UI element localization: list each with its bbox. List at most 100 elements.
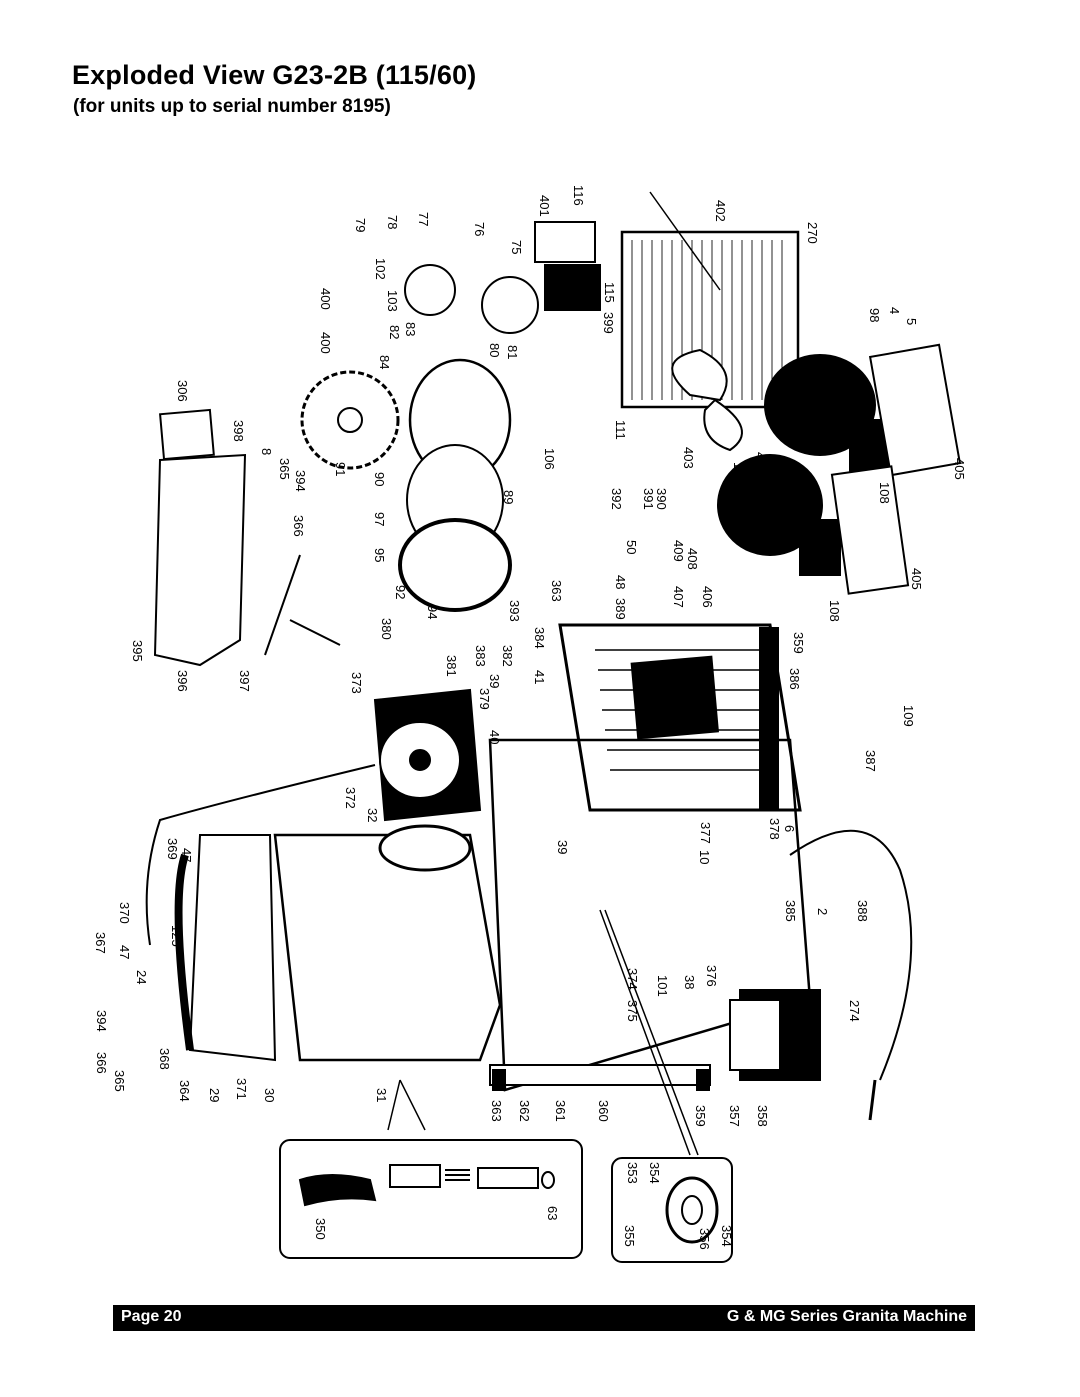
part-label: 30 xyxy=(262,1088,277,1102)
document-series-title: G & MG Series Granita Machine xyxy=(726,1308,967,1325)
part-label: 10 xyxy=(697,850,712,864)
part-label: 108 xyxy=(827,600,842,622)
part-label: 355 xyxy=(622,1225,637,1247)
part-label: 353 xyxy=(625,1162,640,1184)
page-title: Exploded View G23-2B (115/60) xyxy=(72,60,477,90)
part-label: 398 xyxy=(231,420,246,442)
part-label: 372 xyxy=(343,787,358,809)
part-label: 403 xyxy=(681,447,696,469)
part-label: 111 xyxy=(613,420,628,440)
part-label: 362 xyxy=(517,1100,532,1122)
part-label: 358 xyxy=(755,1105,770,1127)
part-label: 394 xyxy=(94,1010,109,1032)
detail-box-spigot xyxy=(279,1139,583,1259)
part-label: 396 xyxy=(175,670,190,692)
part-label: 110 xyxy=(731,462,746,483)
part-label: 81 xyxy=(505,345,520,359)
part-label: 354 xyxy=(719,1225,734,1247)
part-label: 84 xyxy=(377,355,392,369)
part-label: 76 xyxy=(472,222,487,236)
part-label: 359 xyxy=(791,632,806,654)
part-label: 384 xyxy=(532,627,547,649)
part-label: 350 xyxy=(313,1218,328,1240)
part-label: 397 xyxy=(237,670,252,692)
part-label: 357 xyxy=(727,1105,742,1127)
part-label: 361 xyxy=(553,1100,568,1122)
part-label: 125 xyxy=(169,925,184,947)
part-label: 50 xyxy=(624,540,639,554)
part-label: 366 xyxy=(94,1052,109,1074)
part-label: 90 xyxy=(372,472,387,486)
part-label: 395 xyxy=(130,640,145,662)
part-label: 32 xyxy=(365,808,380,822)
part-label: 364 xyxy=(177,1080,192,1102)
detail-box-wheel xyxy=(611,1157,733,1263)
part-label: 366 xyxy=(291,515,306,537)
part-label: 75 xyxy=(509,240,524,254)
part-label: 381 xyxy=(444,655,459,677)
part-label: 47 xyxy=(179,848,194,862)
part-label: 370 xyxy=(117,902,132,924)
part-label: 400 xyxy=(318,332,333,354)
part-label: 98 xyxy=(867,308,882,322)
part-label: 383 xyxy=(473,645,488,667)
part-label: 409 xyxy=(671,540,686,562)
part-label: 380 xyxy=(379,618,394,640)
part-label: 356 xyxy=(697,1228,712,1250)
part-label: 359 xyxy=(693,1105,708,1127)
part-label: 91 xyxy=(333,462,348,476)
part-label: 106 xyxy=(542,448,557,470)
page-footer: Page 20 G & MG Series Granita Machine xyxy=(113,1305,975,1331)
part-label: 371 xyxy=(234,1078,249,1100)
part-label: 369 xyxy=(165,838,180,860)
part-label: 389 xyxy=(613,598,628,620)
part-label: 92 xyxy=(393,585,408,599)
part-label: 363 xyxy=(489,1100,504,1122)
part-label: 79 xyxy=(353,218,368,232)
part-label: 89 xyxy=(501,490,516,504)
part-label: 386 xyxy=(787,668,802,690)
page-subtitle: (for units up to serial number 8195) xyxy=(73,96,391,117)
part-label: 38 xyxy=(682,975,697,989)
part-label: 97 xyxy=(372,512,387,526)
part-label: 8 xyxy=(259,448,274,455)
part-label: 24 xyxy=(134,970,149,984)
part-label: 29 xyxy=(207,1088,222,1102)
part-label: 95 xyxy=(372,548,387,562)
part-label: 394 xyxy=(293,470,308,492)
part-label: 47 xyxy=(117,945,132,959)
part-label: 405 xyxy=(952,458,967,480)
part-label: 406 xyxy=(700,586,715,608)
part-label: 382 xyxy=(500,645,515,667)
part-label: 399 xyxy=(601,312,616,334)
part-label: 365 xyxy=(277,458,292,480)
part-label: 48 xyxy=(613,575,628,589)
part-label: 80 xyxy=(487,343,502,357)
part-label: 360 xyxy=(596,1100,611,1122)
part-label: 387 xyxy=(863,750,878,772)
part-label: 388 xyxy=(855,900,870,922)
part-label: 368 xyxy=(157,1048,172,1070)
part-label: 2 xyxy=(815,908,830,915)
drawing-layer xyxy=(145,191,962,1156)
part-label: 115 xyxy=(602,282,617,303)
part-label: 391 xyxy=(641,488,656,510)
part-labels: 79 78 77 76 75 102 103 83 82 84 80 81 40… xyxy=(93,185,967,1250)
part-label: 94 xyxy=(425,605,440,619)
part-label: 83 xyxy=(403,322,418,336)
part-label: 373 xyxy=(349,672,364,694)
part-label: 306 xyxy=(175,380,190,402)
part-label: 31 xyxy=(374,1088,389,1102)
part-label: 407 xyxy=(671,586,686,608)
part-label: 365 xyxy=(112,1070,127,1092)
part-label: 408 xyxy=(685,548,700,570)
part-label: 77 xyxy=(416,212,431,226)
part-label: 78 xyxy=(385,215,400,229)
part-label: 101 xyxy=(655,975,670,997)
part-label: 402 xyxy=(713,200,728,222)
part-label: 39 xyxy=(555,840,570,854)
page-number: Page 20 xyxy=(121,1308,182,1325)
part-label: 376 xyxy=(704,965,719,987)
part-label: 82 xyxy=(387,325,402,339)
